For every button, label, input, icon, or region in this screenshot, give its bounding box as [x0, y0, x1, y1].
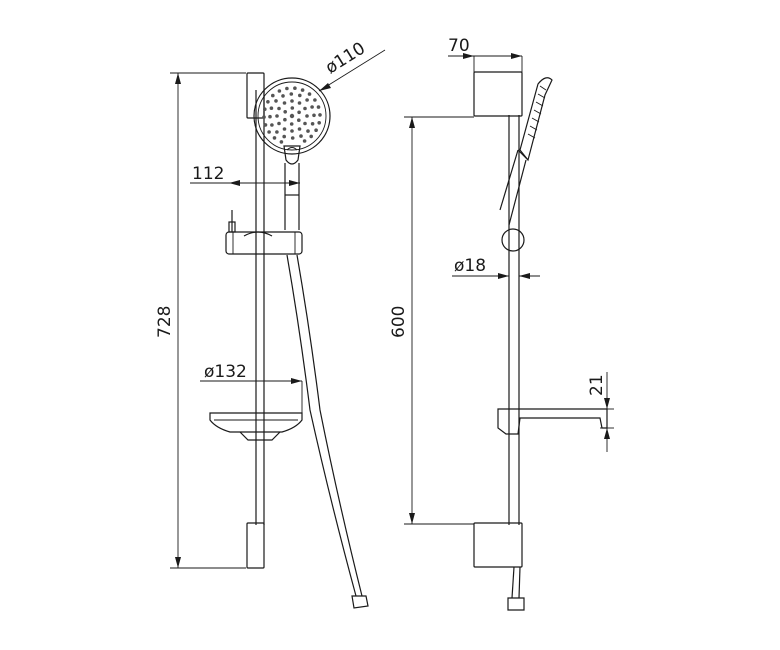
front-shower-head — [253, 77, 331, 230]
nozzle-dot — [310, 105, 314, 109]
nozzle-dot — [297, 127, 302, 131]
nozzle-dot — [275, 114, 279, 118]
nozzle-dot — [305, 98, 309, 102]
nozzle-dot — [289, 113, 295, 119]
nozzle-dot — [289, 92, 294, 96]
side-top-bracket — [473, 71, 523, 117]
nozzle-dot — [263, 123, 268, 127]
side-slide-bar — [508, 115, 520, 525]
nozzle-dot — [263, 107, 267, 111]
side-view: 70 600 ø18 21 — [389, 36, 614, 611]
nozzle-dot — [270, 123, 274, 127]
front-slider-holder — [225, 210, 303, 255]
nozzle-dot — [285, 86, 289, 91]
nozzle-dot — [300, 88, 305, 92]
nozzle-dot — [297, 110, 301, 115]
nozzle-dot — [279, 140, 284, 144]
front-top-bracket — [246, 72, 265, 119]
nozzle-dot — [267, 130, 271, 134]
nozzle-dot — [277, 89, 282, 93]
nozzle-dot — [306, 129, 310, 133]
nozzle-dot — [277, 121, 281, 126]
front-view: 728 112 ø110 ø132 — [155, 39, 386, 609]
nozzle-dot — [314, 128, 318, 132]
nozzle-dot — [316, 105, 321, 109]
nozzle-dot — [272, 136, 277, 140]
dim-label-70: 70 — [448, 36, 470, 56]
dim-bar-length — [404, 116, 474, 525]
dim-label-110: ø110 — [322, 39, 369, 79]
front-hose — [286, 254, 369, 609]
nozzle-dot — [275, 130, 279, 134]
dim-label-728: 728 — [155, 306, 175, 338]
nozzle-dot — [303, 121, 307, 126]
nozzle-dot — [290, 99, 294, 103]
side-slider-knob — [501, 228, 525, 252]
nozzle-dot — [274, 99, 278, 103]
dim-holder-depth — [448, 53, 523, 72]
nozzle-dot — [307, 92, 312, 96]
dim-label-112: 112 — [192, 164, 224, 184]
nozzle-dot — [318, 113, 322, 117]
nozzle-dot — [283, 117, 287, 122]
nozzle-dot — [310, 122, 315, 126]
nozzle-dot — [282, 101, 287, 105]
dim-dish-diameter — [200, 378, 303, 413]
dim-head-offset — [190, 180, 300, 186]
nozzle-dot — [298, 93, 302, 98]
dim-label-600: 600 — [389, 306, 409, 338]
dim-total-height — [170, 72, 246, 569]
dim-label-18: ø18 — [454, 256, 486, 276]
nozzle-dot — [312, 113, 316, 118]
side-shower-head — [499, 77, 553, 226]
dim-head-diameter — [318, 49, 386, 92]
front-slide-bar — [255, 90, 265, 525]
front-soap-dish — [209, 412, 303, 441]
side-bottom-bracket — [473, 522, 523, 568]
dim-label-132: ø132 — [204, 362, 247, 382]
nozzle-dot — [262, 115, 266, 119]
nozzle-dot — [271, 93, 275, 98]
dim-label-21: 21 — [587, 374, 607, 396]
dim-dish-height — [600, 372, 614, 452]
nozzle-dot — [282, 134, 287, 139]
nozzle-dot — [290, 136, 295, 140]
nozzle-dot — [297, 101, 302, 105]
nozzle-dot — [282, 127, 287, 131]
nozzle-dot — [290, 129, 294, 133]
side-soap-dish — [497, 408, 608, 435]
nozzle-dot — [290, 106, 295, 110]
dim-bar-diameter — [452, 273, 540, 279]
nozzle-dot — [305, 114, 309, 118]
nozzle-dot — [297, 118, 301, 122]
nozzle-dot — [269, 106, 274, 110]
nozzle-dot — [302, 139, 307, 143]
nozzle-dot — [317, 121, 322, 125]
nozzle-dot — [309, 134, 314, 139]
nozzle-dot — [299, 134, 303, 138]
nozzle-dot — [303, 106, 307, 111]
nozzle-dot — [313, 98, 317, 102]
nozzle-dot — [293, 86, 297, 90]
nozzle-dot — [281, 94, 285, 98]
nozzle-dot — [277, 106, 281, 111]
front-bottom-bracket — [246, 522, 265, 569]
side-hose — [507, 566, 525, 611]
nozzle-dot — [289, 122, 294, 126]
nozzle-dot — [266, 100, 270, 104]
nozzle-dot — [268, 114, 272, 119]
nozzle-dot — [283, 110, 288, 114]
